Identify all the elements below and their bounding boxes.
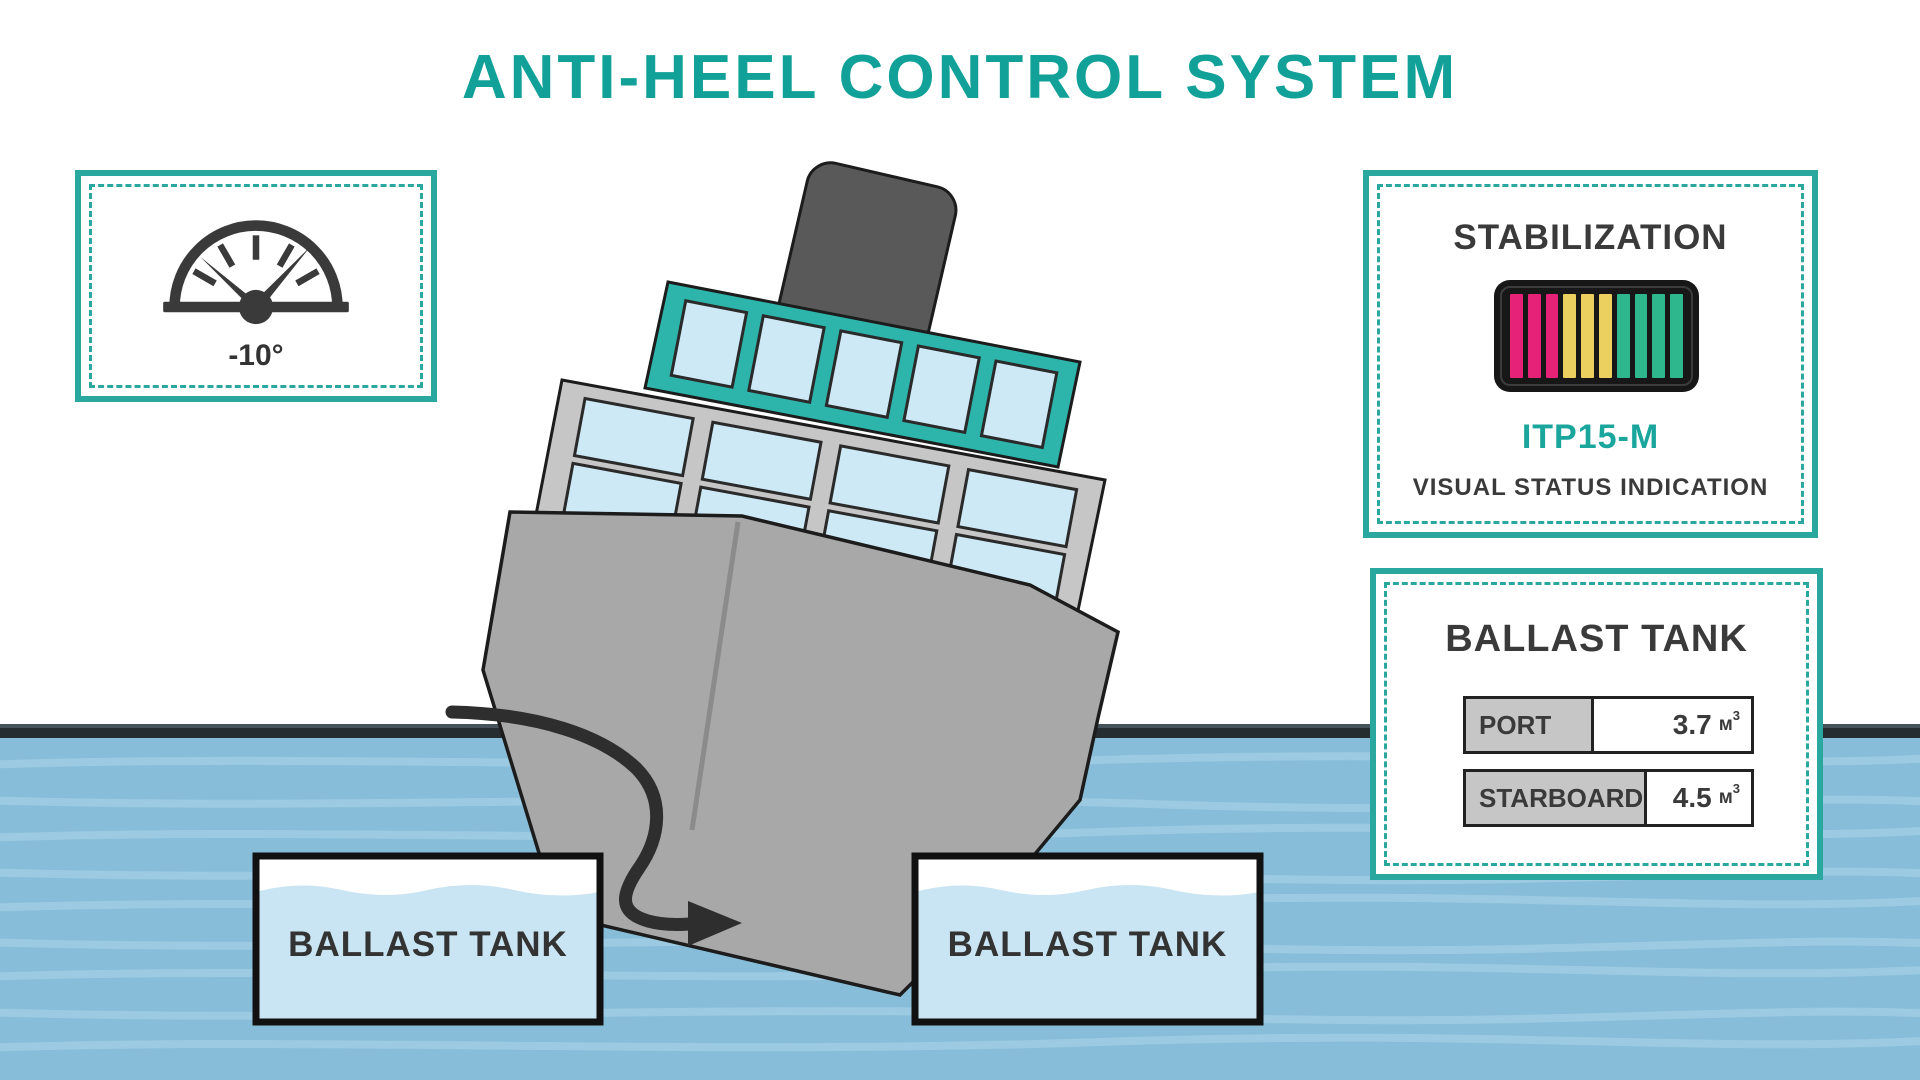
- hull-bow-ridge: [689, 521, 741, 831]
- port-tank-row: PORT 3.7 м 3: [1463, 696, 1754, 754]
- led-bar-green: [1652, 294, 1666, 378]
- ship-bridge-deck: [643, 280, 1082, 469]
- heel-angle-reading: -10°: [228, 339, 284, 372]
- left-ballast-tank: [252, 852, 604, 1026]
- stabilization-caption: VISUAL STATUS INDICATION: [1412, 474, 1769, 501]
- left-tank-label: BALLAST TANK: [288, 925, 568, 964]
- led-bar-pink: [1545, 294, 1559, 378]
- port-label: PORT: [1466, 699, 1595, 751]
- ballast-panel-title: BALLAST TANK: [1445, 618, 1748, 660]
- starboard-tank-row: STARBOARD 4.5 м 3: [1463, 769, 1754, 827]
- led-bar-green: [1616, 294, 1630, 378]
- starboard-value: 4.5 м 3: [1672, 781, 1740, 813]
- led-bar-pink: [1527, 294, 1541, 378]
- led-bar-yellow: [1563, 294, 1577, 378]
- starboard-label: STARBOARD: [1466, 772, 1647, 824]
- ballast-panel-dashed-border: [1384, 582, 1809, 866]
- starboard-unit: м: [1718, 787, 1733, 808]
- ballast-transfer-arrow: [445, 705, 742, 946]
- port-volume: 3.7: [1672, 709, 1712, 740]
- led-bar-green: [1670, 294, 1683, 378]
- gauge-hub: [238, 289, 274, 325]
- page-title: ANTI-HEEL CONTROL SYSTEM: [461, 43, 1459, 112]
- ballast-tank-panel: BALLAST TANK PORT 3.7 м 3 STARBOARD 4.5 …: [1370, 568, 1823, 880]
- heel-gauge-panel: -10°: [75, 170, 437, 402]
- stabilization-title: STABILIZATION: [1453, 218, 1728, 257]
- heel-gauge-icon: [163, 220, 349, 325]
- port-unit: м: [1718, 714, 1733, 735]
- led-bar-pink: [1510, 294, 1523, 378]
- led-bar-green: [1634, 294, 1648, 378]
- stabilization-panel: STABILIZATION ITP15-M VISUAL STATUS INDI…: [1363, 170, 1818, 538]
- led-bar-yellow: [1581, 294, 1594, 378]
- bridge-windows: [669, 298, 1059, 450]
- right-tank-label: BALLAST TANK: [947, 925, 1228, 964]
- starboard-volume: 4.5: [1672, 782, 1712, 813]
- led-indicator-frame: [1500, 286, 1693, 386]
- right-ballast-tank: [911, 852, 1264, 1026]
- device-model: ITP15-M: [1521, 418, 1660, 456]
- port-value: 3.7 м 3: [1672, 708, 1740, 740]
- led-indicator: [1494, 280, 1699, 392]
- led-bars: [1510, 294, 1683, 378]
- gauge-panel-dashed-border: -10°: [89, 184, 423, 388]
- led-bar-yellow: [1598, 294, 1612, 378]
- gauge-ticks: [192, 235, 320, 287]
- stabilization-panel-dashed-border: [1377, 184, 1804, 524]
